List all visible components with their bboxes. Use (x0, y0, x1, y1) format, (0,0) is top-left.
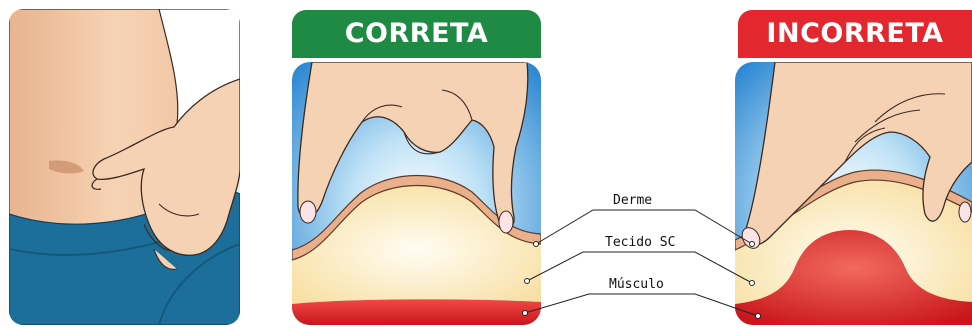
label-derme: Derme (613, 193, 652, 209)
incorrect-badge: INCORRETA (738, 10, 972, 58)
incorrect-technique-illustration (735, 62, 972, 325)
abdomen-pinch-illustration (9, 9, 240, 325)
musculo-callout-line (525, 294, 758, 316)
correct-technique-illustration (292, 62, 541, 325)
label-musculo: Músculo (609, 277, 664, 293)
label-tecido-sc: Tecido SC (605, 235, 675, 251)
correct-badge: CORRETA (292, 10, 541, 58)
